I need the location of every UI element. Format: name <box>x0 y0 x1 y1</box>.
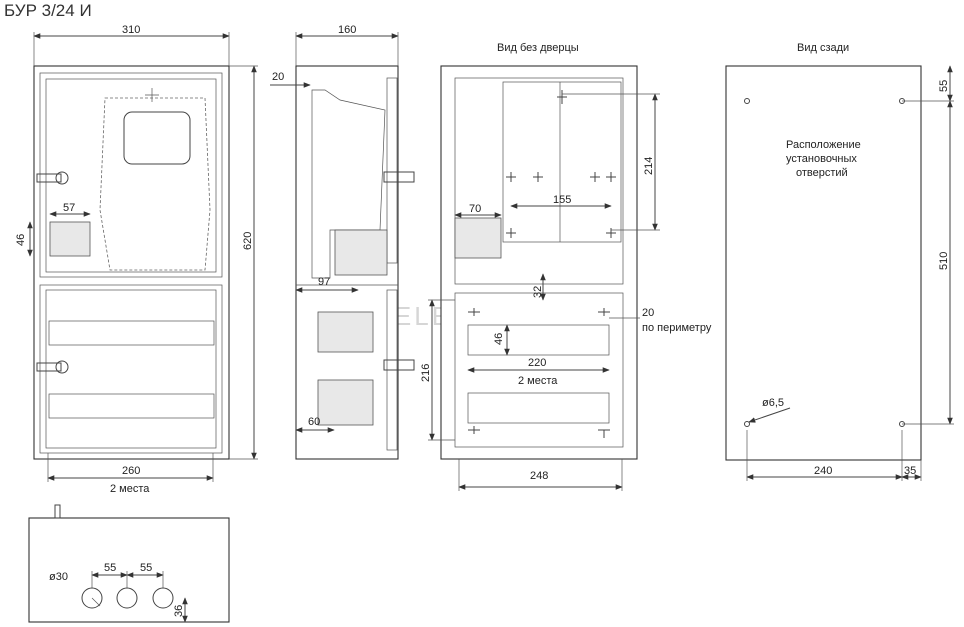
bottom-outline <box>28 517 230 623</box>
meter-outline <box>99 97 211 271</box>
dim-breaker-depth: 60 <box>308 416 320 428</box>
rear-text-1: Расположение <box>786 139 861 151</box>
inner-cabinet-outline <box>440 65 638 460</box>
dim-knock-spacing-2: 55 <box>140 562 152 574</box>
dim-bottom-height: 36 <box>173 605 185 617</box>
dim-gap: 32 <box>532 286 544 298</box>
inner-view-label: Вид без дверцы <box>497 42 579 54</box>
front-view: 310 620 260 2 места 57 46 <box>15 24 258 495</box>
front-lower-door <box>39 284 223 454</box>
dim-rear-horizontal: 240 <box>814 465 832 477</box>
dim-depth: 160 <box>338 24 356 36</box>
rear-hole-bl <box>744 421 750 427</box>
dim-rail-pitch: 46 <box>493 333 505 345</box>
dim-rear-vertical: 510 <box>938 252 950 270</box>
rear-text-2: установочных <box>786 153 857 165</box>
meter-window <box>123 111 191 165</box>
din-places-label: 2 места <box>110 483 150 495</box>
inner-breaker-slot-1 <box>467 324 610 356</box>
dim-side-top: 20 <box>272 71 284 83</box>
dim-meter-mount: 155 <box>553 194 571 206</box>
front-upper-door <box>39 72 223 278</box>
inner-breaker-slot-2 <box>467 392 610 424</box>
breaker-side-upper <box>334 229 388 276</box>
perimeter-label: по периметру <box>642 322 712 334</box>
dim-inner-width: 248 <box>530 470 548 482</box>
lock-upper-icon <box>55 171 69 185</box>
inner-din-rail <box>454 217 502 259</box>
rear-hole-tl <box>744 98 750 104</box>
side-lock-lower <box>383 359 415 371</box>
breaker-side-mid <box>317 311 374 353</box>
din-rail-front <box>49 221 91 257</box>
rear-view: Вид сзади Расположение установочных отве… <box>725 42 954 481</box>
side-view: 160 20 97 60 <box>270 24 415 460</box>
dim-rail-height: 46 <box>15 234 27 246</box>
dim-rail-offset: 57 <box>63 202 75 214</box>
dim-width: 310 <box>122 24 140 36</box>
dim-meter-depth: 97 <box>318 276 330 288</box>
dim-perimeter: 20 <box>642 307 654 319</box>
dim-lower-height: 216 <box>420 364 432 382</box>
breaker-side-low <box>317 379 374 426</box>
dim-rear-edge: 35 <box>904 465 916 477</box>
dim-hole-diameter: ø6,5 <box>762 397 784 409</box>
dim-rail-length: 220 <box>528 357 546 369</box>
rear-view-label: Вид сзади <box>797 42 849 54</box>
drawing-title: БУР 3/24 И <box>4 1 92 20</box>
dim-din-width: 260 <box>122 465 140 477</box>
dim-meter-height: 214 <box>643 157 655 175</box>
bottom-view: 55 55 ø30 36 <box>28 504 230 623</box>
dim-height: 620 <box>242 232 254 250</box>
side-lock-upper <box>383 171 415 183</box>
rear-cabinet-outline <box>725 65 922 461</box>
inner-places-label: 2 места <box>518 375 558 387</box>
meter-plate <box>502 81 622 243</box>
inner-view: Вид без дверцы 214 155 70 32 20 <box>420 42 712 491</box>
bottom-lock <box>54 504 61 519</box>
front-cabinet-outline <box>33 65 230 460</box>
rear-text-3: отверстий <box>796 167 848 179</box>
breaker-window-2 <box>48 393 215 419</box>
breaker-window-1 <box>48 320 215 346</box>
dim-rear-top: 55 <box>938 80 950 92</box>
dim-left-gap: 70 <box>469 203 481 215</box>
dim-knock-spacing-1: 55 <box>104 562 116 574</box>
dim-knock-diameter: ø30 <box>49 571 68 583</box>
lock-lower-icon <box>55 360 69 374</box>
